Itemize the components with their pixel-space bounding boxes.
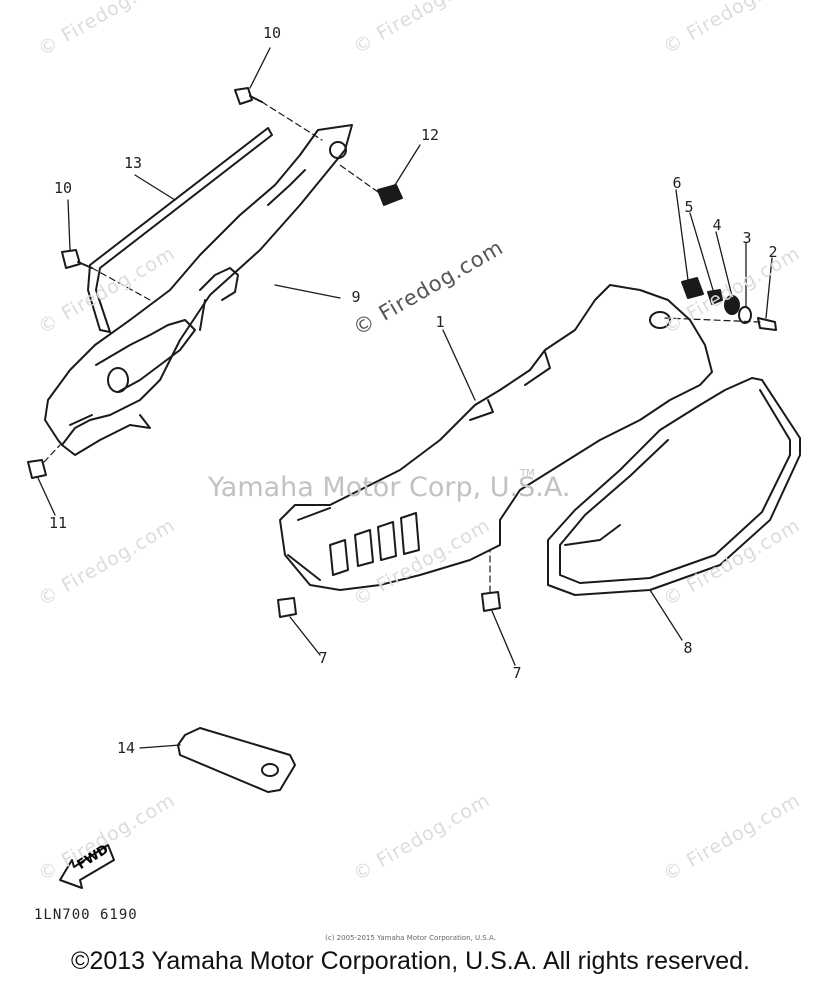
part-7-grommet-left: [277, 597, 297, 618]
part-12-grommet: [339, 164, 403, 206]
callout-3: 3: [742, 229, 752, 247]
part-1-right-cover: [279, 284, 713, 591]
hardware-2-bolt: [664, 317, 777, 331]
callout-7-right: 7: [512, 664, 522, 682]
callout-5: 5: [684, 198, 694, 216]
part-10-bolt-left: [61, 249, 151, 301]
hardware-6-grommet: [681, 277, 704, 299]
callout-7-left: 7: [318, 649, 328, 667]
callout-4: 4: [712, 216, 722, 234]
hardware-5-collar: [707, 289, 723, 305]
callout-8: 8: [683, 639, 693, 657]
part-9-left-cover: [44, 124, 353, 456]
part-7-grommet-right: [481, 549, 501, 612]
part-13-stripe: [87, 127, 273, 333]
leader-lines: [37, 47, 773, 749]
part-10-bolt-top: [234, 87, 323, 141]
diagram-code: 1LN700 6190: [34, 907, 138, 923]
part-11-grommet: [27, 444, 61, 479]
callout-2: 2: [768, 243, 778, 261]
footer-copyright: ©2013 Yamaha Motor Corporation, U.S.A. A…: [71, 947, 750, 975]
part-8-stripe: [547, 377, 801, 596]
watermark-tm: TM: [520, 468, 535, 479]
callout-13: 13: [123, 154, 143, 172]
callout-6: 6: [672, 174, 682, 192]
fwd-arrow-icon: [59, 844, 115, 889]
callout-12: 12: [420, 126, 440, 144]
small-copyright: (c) 2005-2015 Yamaha Motor Corporation, …: [325, 934, 496, 942]
part-14-plate: [177, 727, 296, 793]
watermark-brand: Yamaha Motor Corp, U.S.A.: [208, 472, 571, 503]
hardware-3-washer: [738, 306, 752, 324]
callout-9: 9: [351, 288, 361, 306]
callout-11: 11: [48, 514, 68, 532]
callout-10-left: 10: [53, 179, 73, 197]
callout-10-top: 10: [262, 24, 282, 42]
callout-1: 1: [435, 313, 445, 331]
callout-14: 14: [116, 739, 136, 757]
